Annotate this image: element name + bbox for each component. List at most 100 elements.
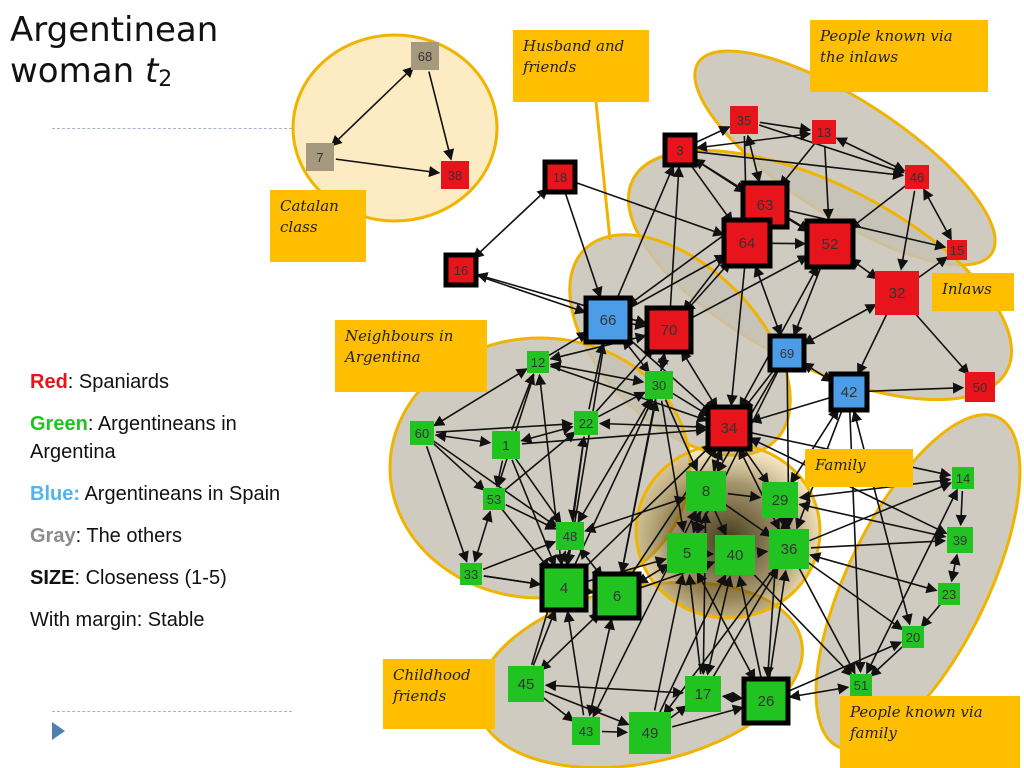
node-6[interactable]: 6 (592, 571, 642, 621)
play-icon[interactable] (52, 722, 65, 740)
node-1-box (492, 431, 520, 459)
node-42[interactable]: 42 (828, 371, 870, 413)
node-68[interactable]: 68 (411, 42, 439, 70)
node-51-label: 51 (854, 678, 868, 693)
node-48[interactable]: 48 (556, 522, 584, 550)
node-5[interactable]: 5 (667, 533, 707, 573)
node-26[interactable]: 26 (741, 676, 791, 726)
edge-22-48 (568, 435, 589, 522)
node-33-label: 33 (464, 567, 478, 582)
node-12[interactable]: 12 (527, 351, 549, 373)
edge-49-26 (671, 704, 744, 728)
node-53[interactable]: 53 (483, 488, 505, 510)
node-3[interactable]: 3 (662, 132, 698, 168)
node-36[interactable]: 36 (769, 529, 809, 569)
node-66-box (583, 295, 633, 345)
edge-66-70 (631, 318, 647, 331)
node-68-box (411, 42, 439, 70)
node-33[interactable]: 33 (460, 563, 482, 585)
divider-top (52, 128, 292, 129)
node-18[interactable]: 18 (542, 159, 578, 195)
node-60[interactable]: 60 (410, 421, 434, 445)
node-51-box (850, 674, 872, 696)
node-38-label: 38 (448, 168, 462, 183)
node-60-label: 60 (415, 426, 429, 441)
node-45-label: 45 (518, 676, 535, 693)
legend: Red: Spaniards Green: Argentineans in Ar… (30, 368, 300, 648)
node-20[interactable]: 20 (902, 626, 924, 648)
legend-green-text: : Argentineans in Argentina (30, 413, 237, 463)
node-4-label: 4 (560, 580, 568, 597)
node-43-label: 43 (579, 724, 593, 739)
edge-70-34 (680, 349, 718, 410)
edge-13-46 (835, 137, 906, 172)
slide-title: Argentinean woman t2 (10, 10, 250, 100)
node-23[interactable]: 23 (938, 583, 960, 605)
node-17-box (685, 676, 721, 712)
node-52[interactable]: 52 (804, 218, 856, 270)
node-4[interactable]: 4 (539, 563, 589, 613)
node-15[interactable]: 15 (947, 240, 967, 260)
node-40[interactable]: 40 (715, 535, 755, 575)
node-46[interactable]: 46 (905, 165, 929, 189)
edge-40-51 (749, 570, 853, 677)
node-13-label: 13 (817, 125, 831, 140)
node-70-box (644, 305, 694, 355)
node-29[interactable]: 29 (762, 482, 798, 518)
node-32[interactable]: 32 (875, 271, 919, 315)
node-35[interactable]: 35 (730, 106, 758, 134)
edge-1-4 (511, 459, 557, 567)
legend-gray-text: : The others (75, 525, 182, 547)
node-5-label: 5 (683, 545, 691, 562)
node-18-label: 18 (553, 170, 567, 185)
node-50-label: 50 (973, 380, 987, 395)
edge-4-6 (582, 585, 595, 597)
node-66[interactable]: 66 (583, 295, 633, 345)
node-48-label: 48 (563, 529, 577, 544)
node-7-box (306, 143, 334, 171)
node-16[interactable]: 16 (443, 252, 479, 288)
edge-30-34 (672, 392, 711, 417)
node-42-box (828, 371, 870, 413)
node-34[interactable]: 34 (705, 404, 753, 452)
node-70[interactable]: 70 (644, 305, 694, 355)
node-45-box (508, 666, 544, 702)
node-39-box (947, 527, 973, 553)
node-8-label: 8 (702, 483, 710, 500)
node-39[interactable]: 39 (947, 527, 973, 553)
node-30[interactable]: 30 (645, 371, 673, 399)
node-8[interactable]: 8 (686, 471, 726, 511)
label-people-via-inlaws: People known via the inlaws (810, 20, 988, 92)
node-33-box (460, 563, 482, 585)
label-inlaws: Inlaws (932, 273, 1014, 311)
node-14[interactable]: 14 (952, 467, 974, 489)
node-1[interactable]: 1 (492, 431, 520, 459)
node-68-label: 68 (418, 49, 432, 64)
node-43[interactable]: 43 (572, 717, 600, 745)
node-17[interactable]: 17 (685, 676, 721, 712)
node-34-box (705, 404, 753, 452)
edge-35-63 (744, 134, 763, 183)
edge-46-52 (848, 184, 907, 230)
callout-husband (594, 101, 612, 241)
node-38[interactable]: 38 (441, 161, 469, 189)
node-39-label: 39 (953, 533, 967, 548)
node-45[interactable]: 45 (508, 666, 544, 702)
node-8-box (686, 471, 726, 511)
node-13[interactable]: 13 (812, 120, 836, 144)
node-69[interactable]: 69 (767, 333, 807, 373)
node-64[interactable]: 64 (721, 217, 773, 269)
edge-3-35 (695, 125, 731, 144)
label-childhood-friends: Childhood friends (383, 659, 495, 729)
legend-red-key: Red (30, 371, 68, 393)
node-6-box (592, 571, 642, 621)
node-7[interactable]: 7 (306, 143, 334, 171)
node-51[interactable]: 51 (850, 674, 872, 696)
node-6-label: 6 (613, 588, 621, 605)
edge-17-36 (712, 566, 779, 678)
node-49[interactable]: 49 (629, 712, 671, 754)
node-50[interactable]: 50 (965, 372, 995, 402)
node-22[interactable]: 22 (574, 411, 598, 435)
